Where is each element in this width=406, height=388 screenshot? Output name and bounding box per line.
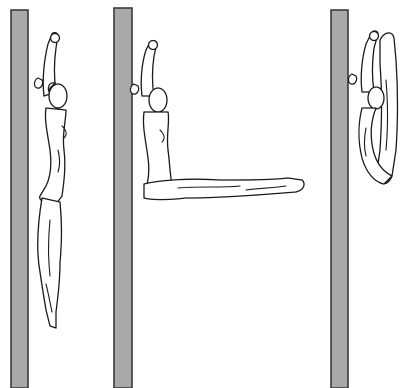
panel-l-sit-hang (114, 8, 304, 388)
wall-bar-1 (11, 10, 28, 388)
gymnast-figure-2 (130, 41, 304, 200)
wall-bar-3 (331, 10, 348, 388)
panel-hang-straight (11, 10, 67, 388)
gymnast-figure-1 (34, 33, 67, 328)
gymnast-figure-3 (348, 31, 397, 184)
wall-bar-2 (114, 8, 132, 388)
panel-pike-hang (331, 10, 398, 388)
